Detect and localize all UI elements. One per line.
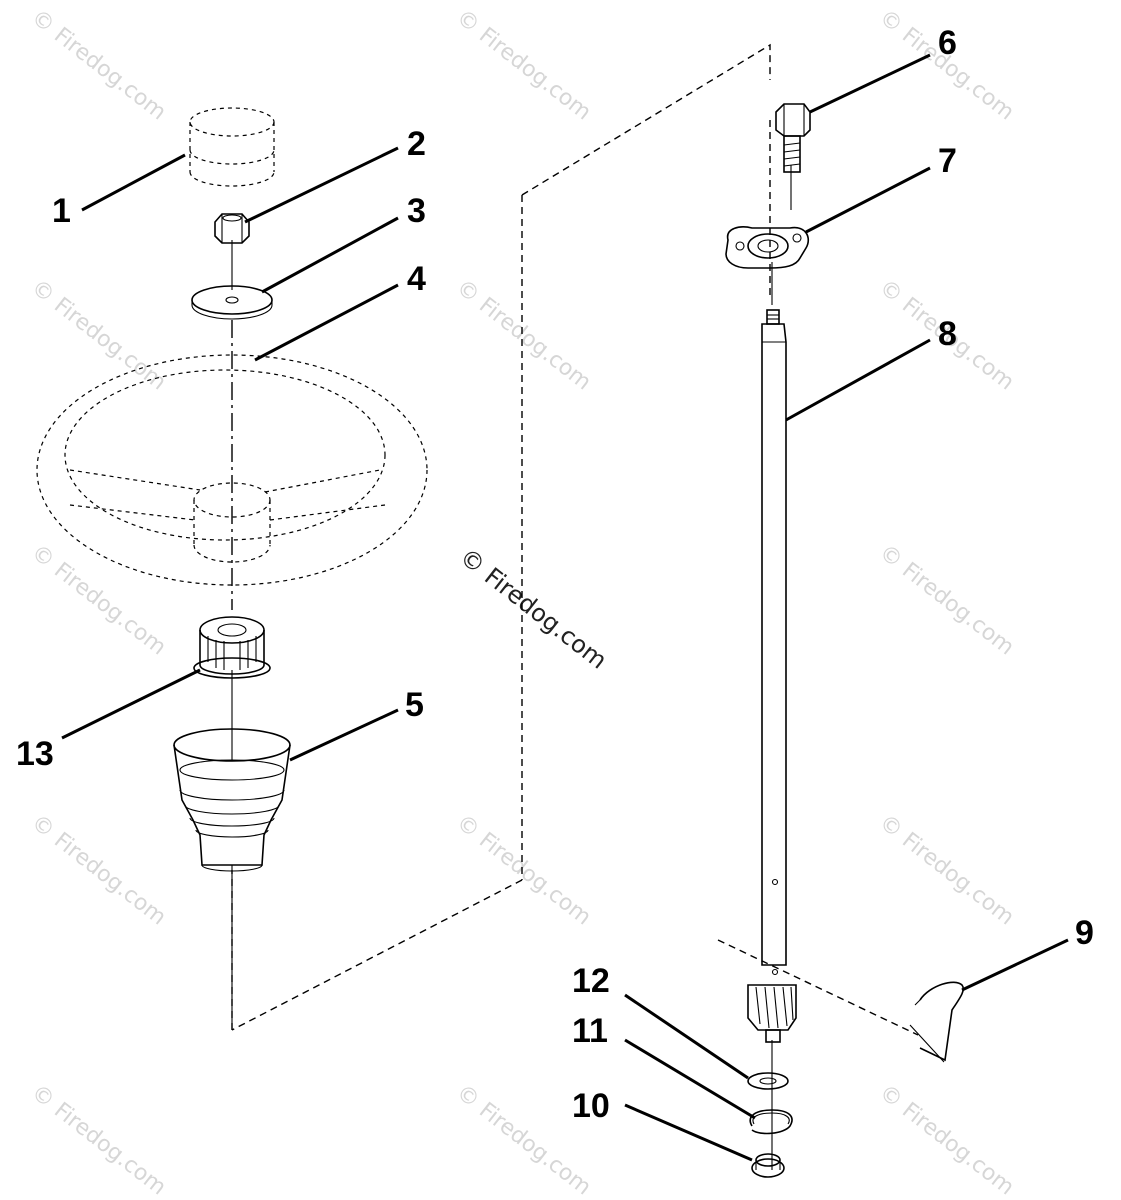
- part-number-12: 12: [572, 962, 610, 1000]
- part-5-bellows-boot: [173, 728, 291, 872]
- part-13-adapter-hub: [193, 616, 271, 679]
- leader-3: [261, 216, 399, 294]
- part-number-8: 8: [938, 315, 957, 353]
- dash-panel-outline: [521, 43, 771, 196]
- part-2-nut: [214, 213, 250, 244]
- leader-9: [961, 938, 1069, 992]
- part-10-bushing: [751, 1153, 785, 1178]
- part-7-flange-bearing: [725, 226, 810, 269]
- watermarks: © Firedog.com © Firedog.com © Firedog.co…: [26, 5, 1018, 1200]
- dash-panel-edge: [231, 879, 523, 1031]
- watermark: © Firedog.com: [874, 810, 1018, 930]
- part-number-9: 9: [1075, 914, 1094, 952]
- part-number-11: 11: [572, 1012, 608, 1050]
- watermark: © Firedog.com: [874, 1080, 1018, 1200]
- watermark-center: © Firedog.com: [454, 543, 612, 675]
- watermark: © Firedog.com: [26, 810, 170, 930]
- part-number-5: 5: [405, 686, 424, 724]
- part-number-3: 3: [407, 192, 426, 230]
- leader-10: [624, 1103, 753, 1162]
- watermark: © Firedog.com: [26, 5, 170, 125]
- part-number-6: 6: [938, 24, 957, 62]
- part-11-retaining-ring: [749, 1109, 793, 1135]
- leader-4: [254, 283, 399, 362]
- leader-lines: [61, 53, 1069, 1162]
- watermark: © Firedog.com: [451, 275, 595, 395]
- part-12-washer: [747, 1072, 789, 1090]
- part-number-2: 2: [407, 125, 426, 163]
- leader-12: [624, 993, 749, 1080]
- leader-5: [289, 708, 399, 762]
- part-number-1: 1: [52, 192, 71, 230]
- leader-8: [785, 338, 931, 422]
- part-4-steering-wheel: [36, 354, 428, 586]
- part-numbers: 1 2 3 4 13 5 6 7 8 9 12 11 10: [16, 24, 1094, 1125]
- part-number-4: 4: [407, 260, 426, 298]
- leader-11: [624, 1038, 756, 1120]
- watermark: © Firedog.com: [874, 540, 1018, 660]
- part-6-bolt: [775, 103, 811, 173]
- leader-2: [244, 146, 399, 224]
- part-9-hairpin-clip: [909, 981, 965, 1063]
- part-8-steering-shaft: [747, 309, 797, 1043]
- leader-7: [805, 166, 931, 234]
- part-1-cap: [189, 107, 275, 187]
- part-number-7: 7: [938, 142, 957, 180]
- part-number-13: 13: [16, 735, 54, 773]
- dash-panel-edge: [717, 939, 919, 1036]
- part-number-10: 10: [572, 1087, 610, 1125]
- watermark: © Firedog.com: [26, 275, 170, 395]
- watermark: © Firedog.com: [26, 1080, 170, 1200]
- leader-1: [81, 153, 186, 212]
- watermark: © Firedog.com: [26, 540, 170, 660]
- watermark: © Firedog.com: [451, 5, 595, 125]
- leader-13: [61, 668, 201, 740]
- watermark: © Firedog.com: [451, 810, 595, 930]
- leader-6: [809, 53, 931, 114]
- part-3-washer: [191, 285, 273, 320]
